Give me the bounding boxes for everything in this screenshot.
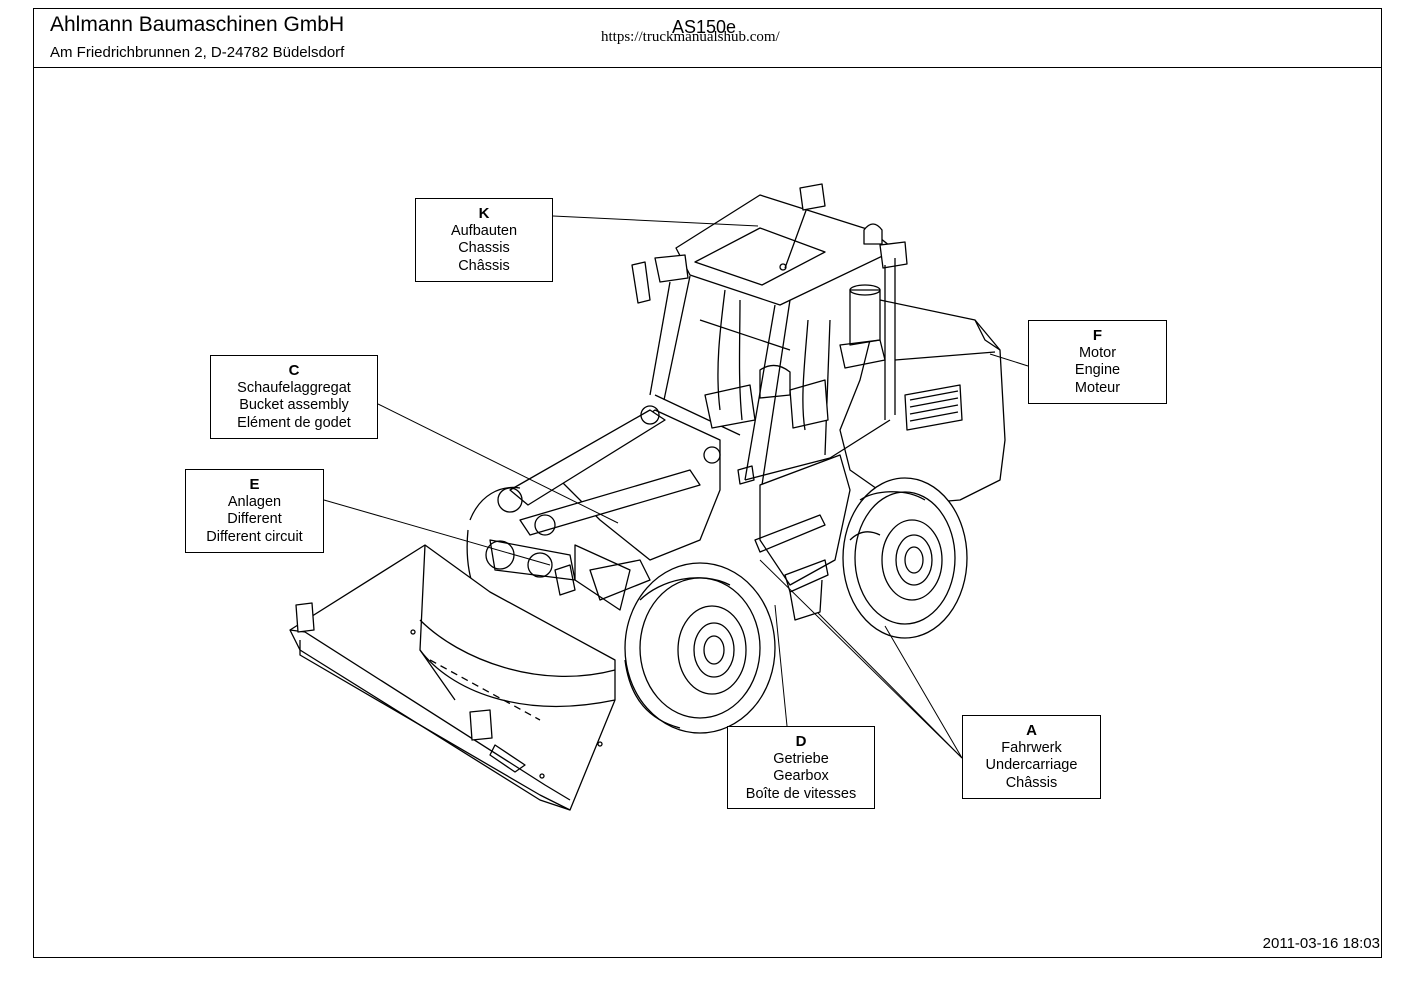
callout-key: E <box>249 476 260 493</box>
callout-key: C <box>288 362 300 379</box>
callout-e-different-circuit: E Anlagen Different Different circuit <box>185 469 324 553</box>
callout-key: D <box>795 733 807 750</box>
callout-label-de: Fahrwerk <box>1001 739 1062 756</box>
callout-label-fr: Different circuit <box>206 528 303 545</box>
callout-label-en: Different <box>227 511 282 527</box>
callout-label-de: Schaufelaggregat <box>237 379 351 396</box>
callout-k-chassis: K Aufbauten Chassis Châssis <box>415 198 553 282</box>
callout-label-fr: Châssis <box>458 257 510 274</box>
model-number: AS150e <box>672 17 737 37</box>
page-frame <box>33 8 1382 958</box>
print-timestamp: 2011-03-16 18:03 <box>1262 935 1380 952</box>
callout-label-fr: Moteur <box>1074 379 1121 396</box>
callout-label-fr: Boîte de vitesses <box>745 785 857 802</box>
callout-label-de: Aufbauten <box>450 222 518 239</box>
callout-d-gearbox: D Getriebe Gearbox Boîte de vitesses <box>727 726 875 809</box>
company-name: Ahlmann Baumaschinen GmbH <box>50 13 345 36</box>
callout-label-en: Engine <box>1074 362 1121 378</box>
callout-key: F <box>1092 327 1103 344</box>
callout-label-en: Chassis <box>458 240 510 256</box>
callout-label-en: Undercarriage <box>985 757 1078 773</box>
callout-label-en: Gearbox <box>773 768 829 784</box>
callout-key: K <box>478 205 490 222</box>
watermark-url[interactable]: https://truckmanualshub.com/ <box>601 29 780 45</box>
callout-label-fr: Elément de godet <box>237 414 351 431</box>
callout-key: A <box>1026 722 1037 739</box>
callout-label-en: Bucket assembly <box>239 397 349 413</box>
callout-label-de: Motor <box>1078 344 1117 361</box>
callout-label-fr: Châssis <box>1005 774 1058 791</box>
callout-label-de: Getriebe <box>773 750 829 767</box>
callout-label-de: Anlagen <box>227 493 282 510</box>
callout-c-bucket-assembly: C Schaufelaggregat Bucket assembly Eléme… <box>210 355 378 439</box>
callout-a-undercarriage: A Fahrwerk Undercarriage Châssis <box>962 715 1101 799</box>
header-divider <box>33 67 1382 68</box>
callout-f-engine: F Motor Engine Moteur <box>1028 320 1167 404</box>
company-address: Am Friedrichbrunnen 2, D-24782 Büdelsdor… <box>50 44 345 61</box>
